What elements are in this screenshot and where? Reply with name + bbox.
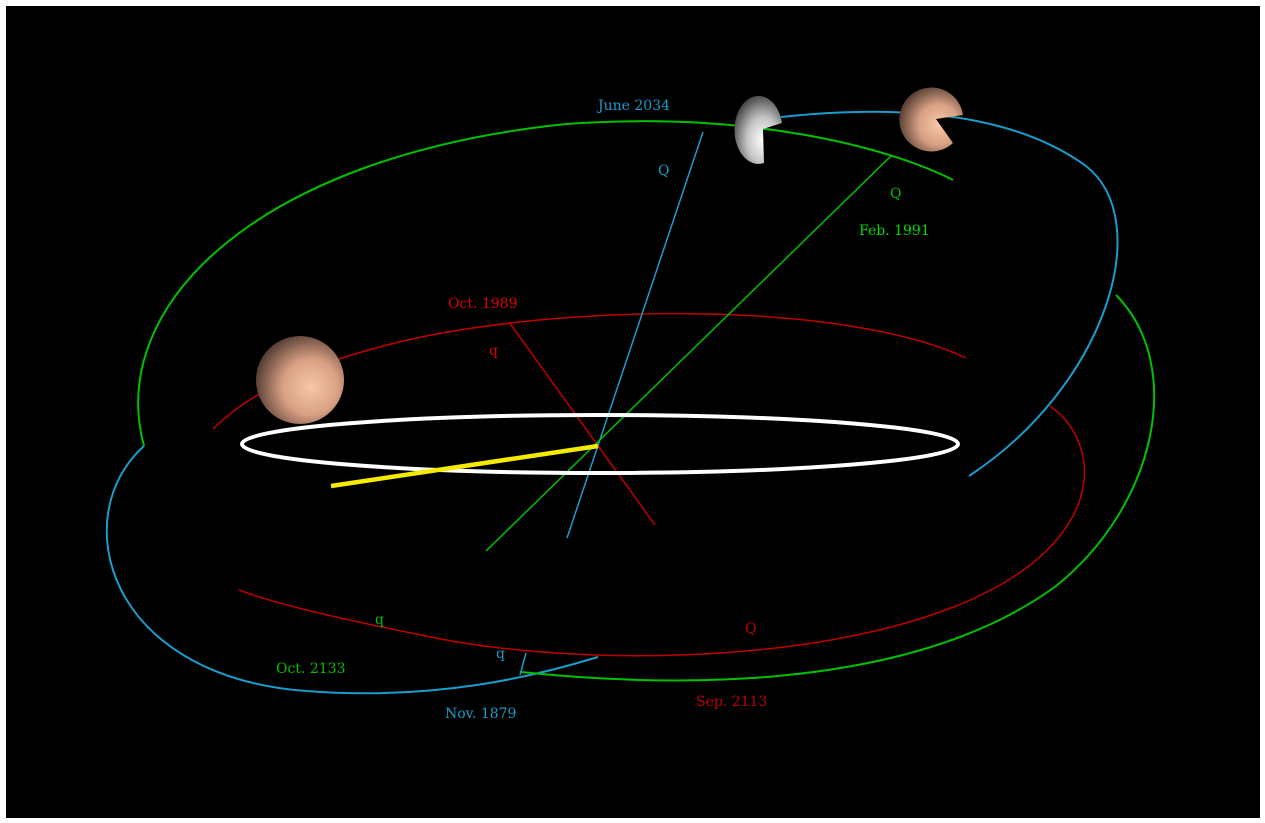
top-right-planet-icon (899, 87, 963, 152)
left-planet-icon (256, 336, 344, 424)
label-nov-1879: Nov. 1879 (445, 706, 516, 722)
ecliptic-ellipse (240, 413, 960, 475)
orbit-middle-right (520, 294, 1156, 682)
orbit-diagram: June 2034 Q Q Feb. 1991 Oct. 1989 q q Q … (105, 87, 1156, 722)
label-q-green-top: Q (890, 186, 901, 202)
label-feb-1991: Feb. 1991 (859, 223, 930, 239)
orbit-inner-lower (238, 405, 1086, 657)
label-q-red-small: q (489, 343, 498, 359)
label-sep-2113: Sep. 2113 (696, 694, 767, 710)
apsides-line-red (508, 321, 656, 526)
label-q-red-big: Q (745, 621, 756, 637)
apsides-line-cyan (566, 131, 704, 539)
label-oct-2133: Oct. 2133 (276, 661, 345, 677)
grey-planet-icon (734, 95, 782, 164)
orbit-outer (780, 110, 1119, 477)
label-q-cyan-top: Q (658, 163, 669, 179)
label-oct-1989: Oct. 1989 (448, 296, 517, 312)
orbit-middle (137, 120, 954, 447)
orbit-outer-lower (105, 445, 599, 695)
label-q-cyan-small: q (496, 646, 505, 662)
label-june-2034: June 2034 (596, 98, 670, 114)
vernal-equinox-line (330, 443, 599, 489)
label-q-green-small: q (375, 612, 384, 628)
apsides-line-green (485, 155, 892, 552)
diagram-canvas: June 2034 Q Q Feb. 1991 Oct. 1989 q q Q … (6, 6, 1260, 818)
apsides-tick-cyan (519, 652, 527, 676)
